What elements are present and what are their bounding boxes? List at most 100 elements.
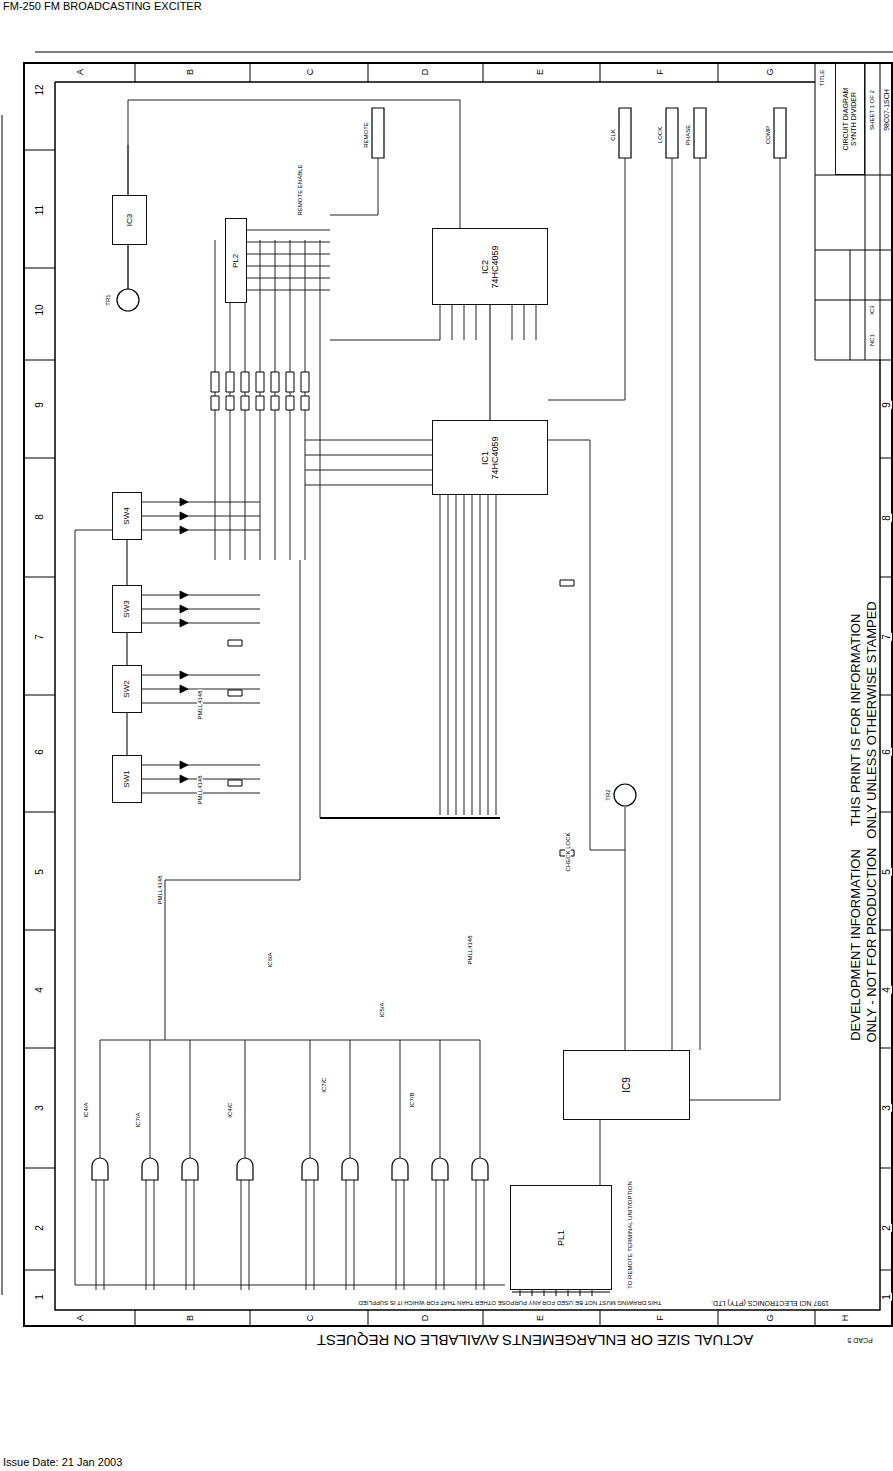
label-group: IC9: [621, 1077, 633, 1093]
component-box: IC274HC4059: [432, 228, 548, 305]
annotation-text: 5: [882, 868, 892, 876]
annotation-text: 1: [35, 1293, 45, 1301]
component-box: IC3: [112, 195, 147, 245]
label-group: IC274HC4059: [480, 245, 501, 288]
annotation-text: A: [76, 68, 85, 76]
annotation-text: COMP: [765, 125, 771, 145]
component-label: CIRCUIT DIAGRAM: [842, 88, 850, 151]
page-heading: FM-250 FM BROADCASTING EXCITER: [2, 1, 203, 12]
annotation-text: 12: [35, 83, 45, 96]
label-group: IC174HC4059: [480, 436, 501, 479]
annotation-text: ONLY UNLESS OTHERWISE STAMPED: [865, 600, 878, 839]
wire-connector: [126, 633, 127, 665]
component-label: SW1: [122, 770, 131, 787]
component-box: SW3: [112, 585, 142, 633]
annotation-text: 7: [35, 633, 45, 641]
label-group: SW1: [122, 770, 131, 787]
component-box: SW1: [112, 755, 142, 803]
annotation-text: 6: [882, 748, 892, 756]
annotation-text: C: [306, 1314, 315, 1323]
annotation-text: CLK: [610, 128, 616, 142]
component-box: IC9: [563, 1050, 690, 1120]
annotation-text: LOCK: [657, 126, 663, 144]
component-label: IC3: [125, 214, 134, 226]
connector-pins: [512, 1290, 610, 1296]
annotation-text: 1997 NCI ELECTRONICS (PTY) LTD.: [710, 1300, 830, 1307]
annotation-text: B: [186, 68, 195, 76]
wire-connector: [489, 305, 490, 420]
annotation-text: H: [841, 1314, 850, 1323]
annotation-text: TR1: [105, 293, 111, 306]
annotation-text: Issue Date: 21 Jan 2003: [2, 1457, 123, 1468]
component-label: SYNTH DIVIDER: [850, 88, 858, 151]
component-label: IC2: [480, 245, 490, 288]
label-group: IC3: [125, 214, 134, 226]
annotation-text: C: [306, 68, 315, 77]
component-label: SW2: [122, 680, 131, 697]
annotation-text: 5: [35, 868, 45, 876]
annotation-text: CHECK LOCK: [565, 831, 571, 872]
annotation-text: THIS PRINT IS FOR INFORMATION: [849, 613, 862, 828]
bus-line: [320, 817, 500, 819]
annotation-text: ONLY - NOT FOR PRODUCTION: [865, 846, 878, 1043]
annotation-text: 3: [35, 1104, 45, 1112]
component-label: 74HC4059: [490, 436, 500, 479]
annotation-text: PMLL4148: [467, 934, 473, 965]
annotation-text: NC1: [869, 333, 875, 347]
annotation-text: PCAD 5: [846, 1337, 873, 1344]
annotation-text: 8: [35, 513, 45, 521]
drawing-frame: [24, 63, 892, 1326]
transistor-symbol: [614, 784, 636, 806]
annotation-text: 2: [882, 1224, 892, 1232]
annotation-text: IC5/A: [379, 1001, 385, 1018]
component-label: SW4: [122, 507, 131, 524]
annotation-text: B: [186, 1314, 195, 1322]
component-box: IC174HC4059: [432, 420, 548, 495]
component-box: PL1: [510, 1185, 612, 1290]
component-label: PL1: [556, 1229, 566, 1245]
annotation-text: DEVELOPMENT INFORMATION: [849, 848, 862, 1042]
annotation-text: D: [421, 68, 430, 77]
annotation-text: PMLL4148: [197, 774, 203, 805]
annotation-text: 98C07-1SCH: [883, 88, 890, 132]
component-box: SW4: [112, 492, 142, 540]
annotation-text: 8: [882, 514, 892, 522]
annotation-text: TITLE: [819, 69, 825, 87]
label-group: SW2: [122, 680, 131, 697]
component-label: IC1: [480, 436, 490, 479]
annotation-text: PMLL4148: [157, 874, 163, 905]
annotation-text: IC6/A: [267, 951, 273, 968]
annotation-text: G: [766, 1313, 775, 1322]
annotation-text: REMOTE ENABLE: [297, 163, 303, 216]
annotation-text: IC7/C: [321, 1076, 327, 1093]
annotation-text: F: [656, 1314, 665, 1322]
label-group: SW3: [122, 600, 131, 617]
title-block-lines: [815, 63, 893, 360]
component-label: SW3: [122, 600, 131, 617]
diode-symbol: [180, 498, 188, 783]
margin-rule: [2, 115, 3, 1295]
annotation-text: 11: [35, 204, 45, 216]
component-label: 74HC4059: [490, 245, 500, 288]
annotation-text: IC4/C: [227, 1101, 233, 1118]
annotation-text: 9: [882, 401, 892, 409]
grid-ticks: [24, 63, 893, 1326]
annotation-text: 3: [882, 1104, 892, 1112]
component-label: PL2: [231, 253, 240, 267]
annotation-text: E: [536, 1314, 545, 1322]
annotation-text: D: [421, 1314, 430, 1323]
annotation-text: IC3: [869, 304, 875, 315]
annotation-text: TO REMOTE TERMINAL UNIT/OPTION: [627, 1180, 633, 1290]
component-box: CIRCUIT DIAGRAMSYNTH DIVIDER: [835, 63, 865, 175]
label-group: CIRCUIT DIAGRAMSYNTH DIVIDER: [842, 88, 858, 151]
component-label: IC9: [621, 1077, 633, 1093]
annotation-text: A: [76, 1314, 85, 1322]
signal-flag: [372, 108, 786, 158]
annotation-text: PMLL4148: [197, 689, 203, 720]
annotation-text: 4: [882, 986, 892, 994]
inner-frame: [55, 82, 880, 1310]
annotation-text: G: [766, 67, 775, 76]
label-group: PL2: [231, 253, 240, 267]
annotation-text: IC7/A: [135, 1111, 141, 1128]
